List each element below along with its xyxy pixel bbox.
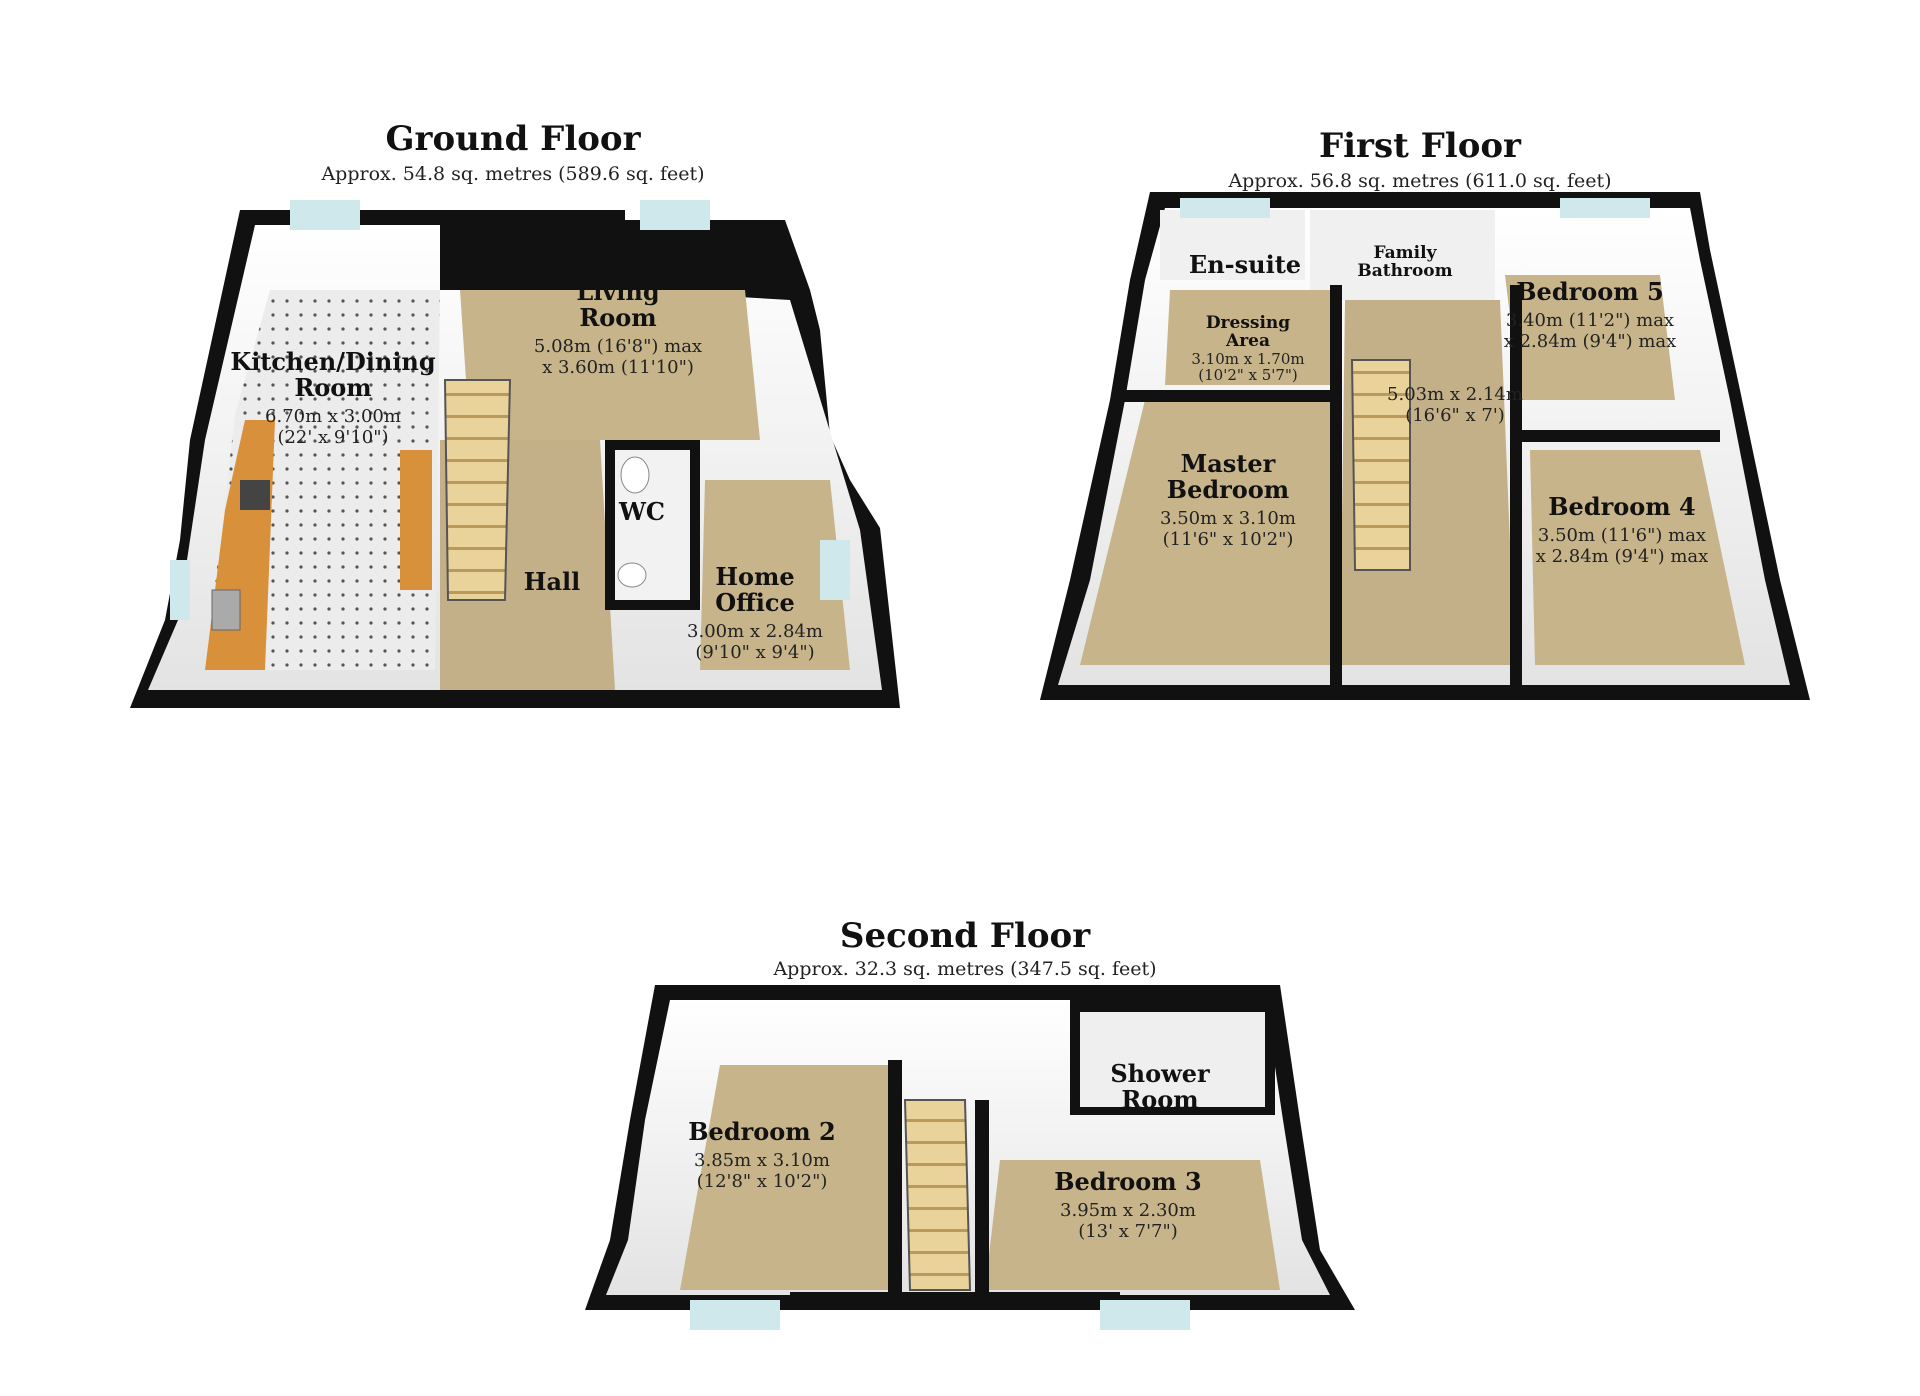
second-floor-plan: Second Floor Approx. 32.3 sq. metres (34…: [585, 916, 1355, 1330]
room-dims-bed4: 3.50m (11'6") max: [1538, 525, 1706, 546]
shower-room-floor: [1080, 1012, 1265, 1107]
room-dims-dressing: (10'2" x 5'7"): [1198, 366, 1297, 384]
bedroom3-floor: [985, 1160, 1280, 1290]
first-wall-a: [1330, 285, 1342, 685]
dressing-area-floor: [1165, 290, 1335, 385]
ground-window-4: [820, 540, 850, 600]
first-floor-area: Approx. 56.8 sq. metres (611.0 sq. feet): [1227, 170, 1611, 192]
ground-stairs: [443, 379, 512, 601]
room-dims-dressing: 3.10m x 1.70m: [1191, 350, 1304, 368]
room-name-bed2: Bedroom 2: [688, 1117, 835, 1146]
room-name-shower: Room: [1121, 1085, 1198, 1114]
room-name-office: Office: [715, 588, 795, 617]
room-dims-kitchen: 6.70m x 3.00m: [265, 406, 401, 427]
second-stairs: [903, 1099, 972, 1291]
room-dims-bed3: 3.95m x 2.30m: [1060, 1200, 1196, 1221]
bedroom4-floor: [1530, 450, 1745, 665]
room-name-master: Master: [1181, 449, 1276, 478]
ground-window-1: [290, 200, 360, 230]
room-name-master: Bedroom: [1167, 475, 1289, 504]
second-floor-area: Approx. 32.3 sq. metres (347.5 sq. feet): [772, 958, 1156, 980]
first-window-1: [1180, 198, 1270, 218]
room-dims-bed4: x 2.84m (9'4") max: [1536, 546, 1709, 567]
room-name-ensuite: En-suite: [1189, 250, 1301, 279]
room-dims-bed2: 3.85m x 3.10m: [694, 1150, 830, 1171]
second-wall-a: [888, 1060, 902, 1300]
second-wall-b: [975, 1100, 989, 1300]
hob-icon: [240, 480, 270, 510]
first-wall-b: [1510, 285, 1522, 685]
first-wall-d: [1520, 430, 1720, 442]
room-dims-master: 3.50m x 3.10m: [1160, 508, 1296, 529]
toilet-icon: [620, 456, 650, 494]
room-name-living: Room: [579, 303, 656, 332]
room-name-dressing: Dressing: [1206, 313, 1290, 333]
room-dims-living: 5.08m (16'8") max: [534, 336, 702, 357]
room-dims-landing: (16'6" x 7'): [1405, 405, 1505, 426]
second-window-2: [1100, 1300, 1190, 1330]
ground-window-2: [640, 200, 710, 230]
room-dims-landing: 5.03m x 2.14m: [1387, 384, 1523, 405]
second-wall-c: [790, 1292, 1120, 1310]
room-name-bed3: Bedroom 3: [1054, 1167, 1201, 1196]
room-dims-kitchen: (22' x 9'10"): [277, 427, 388, 448]
room-dims-bed2: (12'8" x 10'2"): [697, 1171, 828, 1192]
room-dims-bed5: 3.40m (11'2") max: [1506, 310, 1674, 331]
ground-floor-area: Approx. 54.8 sq. metres (589.6 sq. feet): [320, 163, 704, 185]
room-name-office: Home: [715, 562, 794, 591]
master-bedroom-floor: [1080, 400, 1330, 665]
room-dims-bed5: x 2.84m (9'4") max: [1504, 331, 1677, 352]
room-dims-office: (9'10" x 9'4"): [695, 642, 814, 663]
ensuite-floor: [1160, 210, 1305, 280]
kitchen-worktop-right: [400, 450, 432, 590]
bedroom2-floor: [680, 1065, 890, 1290]
room-name-living: Living: [576, 277, 660, 306]
living-room-floor: [460, 290, 760, 440]
room-name-family-bath: Family: [1374, 243, 1438, 263]
room-name-shower: Shower: [1110, 1059, 1210, 1088]
room-dims-master: (11'6" x 10'2"): [1163, 529, 1294, 550]
second-floor-title: Second Floor: [840, 916, 1091, 956]
room-dims-living: x 3.60m (11'10"): [542, 357, 694, 378]
room-name-family-bath: Bathroom: [1357, 261, 1452, 281]
room-dims-bed3: (13' x 7'7"): [1078, 1221, 1178, 1242]
room-dims-office: 3.00m x 2.84m: [687, 621, 823, 642]
second-window-1: [690, 1300, 780, 1330]
room-name-kitchen: Room: [294, 373, 371, 402]
first-floor-title: First Floor: [1319, 126, 1522, 166]
first-window-2: [1560, 198, 1650, 218]
ground-floor-plan: Ground Floor Approx. 54.8 sq. metres (58…: [130, 119, 900, 708]
first-stairs: [1350, 359, 1411, 571]
wc-basin-icon: [617, 562, 647, 588]
room-name-kitchen: Kitchen/Dining: [230, 347, 436, 376]
ground-window-3: [170, 560, 190, 620]
room-name-dressing: Area: [1225, 331, 1270, 351]
first-floor-plan: First Floor Approx. 56.8 sq. metres (611…: [1040, 126, 1810, 700]
room-name-hall: Hall: [524, 567, 580, 596]
room-name-bed4: Bedroom 4: [1548, 492, 1695, 521]
home-office-floor: [700, 480, 850, 670]
ground-floor-title: Ground Floor: [386, 119, 642, 159]
sink-icon: [211, 589, 241, 631]
room-name-bed5: Bedroom 5: [1516, 277, 1663, 306]
room-name-wc: WC: [618, 497, 665, 526]
bedroom5-floor: [1505, 275, 1675, 400]
first-wall-c: [1120, 390, 1332, 402]
